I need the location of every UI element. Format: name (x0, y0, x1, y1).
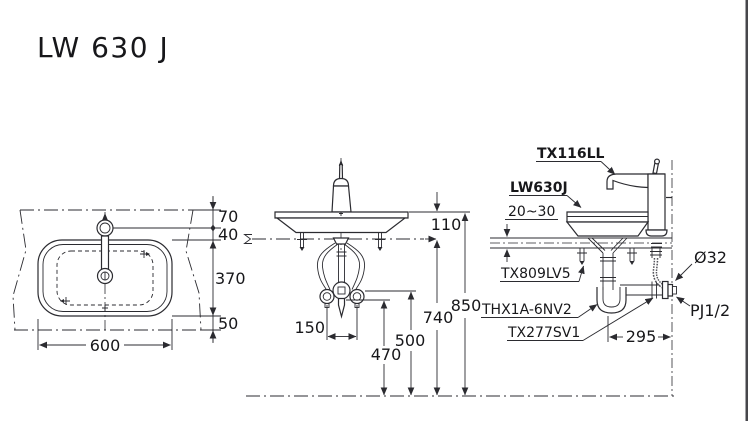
dim-70: 70 (218, 207, 238, 226)
fixing-bolts-side (577, 248, 637, 265)
label-stop-valve-model: TX277SV1 (507, 325, 580, 341)
label-faucet-model: TX116LL (537, 146, 604, 162)
drain-front (332, 237, 351, 319)
trap-side (587, 237, 664, 314)
plan-width-dimension: 600 (37, 319, 173, 355)
page-title: LW 630 J (37, 31, 169, 64)
dim-740: 740 (423, 308, 454, 327)
dim-40: 40 (218, 225, 238, 244)
dim-150: 150 (294, 318, 325, 337)
overflow-marker (60, 297, 70, 305)
label-basin-model: LW630J (510, 180, 568, 196)
faucet-front (331, 159, 352, 213)
dim-295: 295 (626, 327, 657, 346)
dim-470: 470 (371, 345, 402, 364)
label-supply-thread: PJ1/2 (690, 301, 730, 320)
basin-side (565, 211, 650, 237)
label-fixing-kit: TX809LV5 (500, 266, 571, 282)
dim-600: 600 (90, 336, 121, 355)
counter-outline (12, 209, 202, 331)
dim-110: 110 (431, 215, 462, 234)
plan-view: 70 40 370 50 600 (12, 196, 246, 355)
dim-counter-thickness: 20~30 (508, 204, 555, 220)
front-view: 110 150 470 500 740 850 (243, 158, 482, 396)
part-labels: TX116LL LW630J TX809LV5 THX1A-6NV2 TX277… (481, 146, 730, 341)
wall-distance-dimension: 295 (607, 316, 671, 346)
basin-front (274, 211, 409, 234)
side-view: 20~30 295 TX116LL LW630J TX809LV5 THX1A-… (481, 146, 730, 396)
faucet-plan (96, 212, 114, 330)
plan-dimension-chain: 70 40 370 50 (113, 196, 246, 343)
dim-370: 370 (215, 269, 246, 288)
dim-50: 50 (218, 314, 238, 333)
overflow-marker (140, 250, 150, 258)
label-drain-diameter: Ø32 (694, 248, 727, 267)
faucet-side (606, 158, 672, 237)
counter-side (490, 237, 672, 249)
thickness-dimension: 20~30 (503, 204, 558, 262)
dim-850: 850 (451, 296, 482, 315)
supply-side (650, 243, 677, 300)
dim-500: 500 (395, 331, 426, 350)
fixing-bolts-front (297, 233, 385, 251)
front-dimensions: 110 150 470 500 740 850 (294, 192, 482, 396)
label-trap-model: THX1A-6NV2 (481, 302, 572, 318)
screen-edge (745, 0, 748, 421)
